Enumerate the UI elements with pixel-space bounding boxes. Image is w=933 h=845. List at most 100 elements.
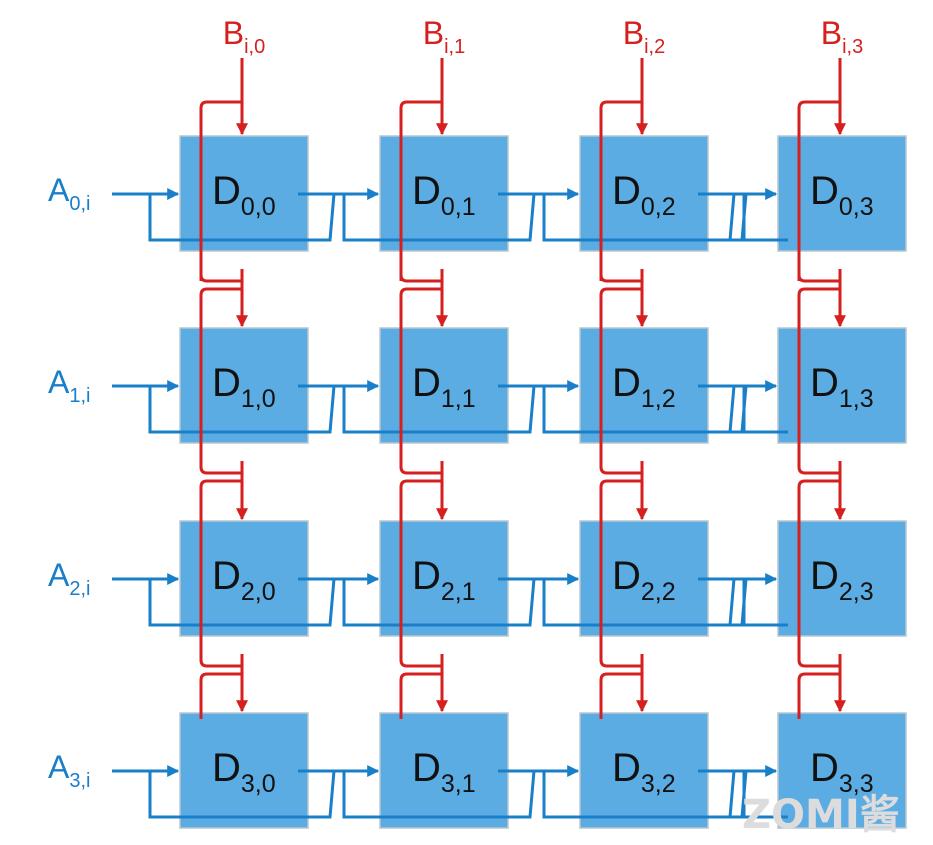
cell-label-2-0-subscript: 2,0 (241, 578, 276, 606)
cell-label-1-2-subscript: 1,2 (641, 385, 676, 413)
a-loop-0-2 (542, 194, 590, 242)
a-return-2-0 (190, 578, 336, 627)
a-loop-2-0 (148, 579, 190, 627)
cell-label-1-0-subscript: 1,0 (241, 385, 276, 413)
a-label-0-main: A (48, 172, 70, 208)
cell-label-3-0-main: D (212, 746, 241, 790)
a-return-3-3 (590, 770, 748, 819)
b-junction-3-0 (797, 274, 840, 283)
cell-3-1 (379, 712, 509, 829)
a-label-3-main: A (48, 749, 70, 785)
cell-label-2-3: D2,3 (810, 554, 874, 606)
a-loop-3-1 (342, 771, 390, 819)
b-trunk-top-3 (797, 100, 840, 281)
b-label-0-main: B (223, 15, 244, 51)
cell-label-3-3-subscript: 3,3 (839, 770, 874, 798)
cell-label-3-2-subscript: 3,2 (641, 770, 676, 798)
cell-label-0-1-subscript: 0,1 (441, 193, 476, 221)
a-return-3-1 (390, 770, 536, 819)
a-data-flow (112, 188, 788, 819)
b-return-2-0 (599, 287, 642, 334)
cell-label-3-2-main: D (612, 746, 641, 790)
cell-label-0-1: D0,1 (412, 169, 476, 221)
a-label-3-subscript: 3,i (69, 770, 90, 792)
a-return-2-3 (590, 578, 748, 627)
cell-label-1-2-main: D (612, 361, 641, 405)
b-junction-1-0 (399, 274, 442, 283)
cell-label-2-0-main: D (212, 554, 241, 598)
b-label-2: Bi,2 (623, 15, 665, 58)
cell-label-1-1: D1,1 (412, 361, 476, 413)
a-label-0-subscript: 0,i (69, 193, 90, 215)
b-label-3-main: B (821, 15, 842, 51)
cell-label-3-0: D3,0 (212, 746, 276, 798)
cell-label-2-1-main: D (412, 554, 441, 598)
b-junction-3-1 (797, 466, 840, 475)
cell-label-1-2: D1,2 (612, 361, 676, 413)
a-loop-1-1 (342, 386, 390, 434)
cell-label-2-0: D2,0 (212, 554, 276, 606)
a-label-2-main: A (48, 557, 70, 593)
cell-label-0-0-subscript: 0,0 (241, 193, 276, 221)
cell-label-2-2: D2,2 (612, 554, 676, 606)
a-return-2-1 (390, 578, 536, 627)
b-trunk-top-1 (399, 100, 442, 281)
a-return-3-0 (190, 770, 336, 819)
b-return-2-1 (599, 479, 642, 527)
cell-label-2-2-subscript: 2,2 (641, 578, 676, 606)
a-return-1-3 (590, 385, 748, 434)
cell-label-1-3-main: D (810, 361, 839, 405)
a-label-2: A2,i (48, 557, 90, 600)
a-return-0-0 (190, 193, 336, 242)
a-loop-1-2 (542, 386, 590, 434)
a-return-0-1 (390, 193, 536, 242)
a-loop-2-1 (342, 579, 390, 627)
b-junction-0-0 (199, 274, 242, 283)
b-label-1: Bi,1 (423, 15, 465, 58)
b-label-0-subscript: i,0 (244, 36, 265, 58)
cell-label-2-1: D2,1 (412, 554, 476, 606)
cell-label-0-2-subscript: 0,2 (641, 193, 676, 221)
watermark: ZOMI酱 (742, 792, 900, 838)
b-return-3-2 (797, 672, 840, 719)
a-loop-3-0 (148, 771, 190, 819)
cell-label-1-0-main: D (212, 361, 241, 405)
a-label-2-subscript: 2,i (69, 578, 90, 600)
cell-label-3-2: D3,2 (612, 746, 676, 798)
b-data-flow (199, 58, 846, 719)
a-loop-1-0 (148, 386, 190, 434)
cell-label-1-1-subscript: 1,1 (441, 385, 476, 413)
b-trunk-top-0 (199, 100, 242, 281)
a-loop-3-2 (542, 771, 590, 819)
b-junction-2-0 (599, 274, 642, 283)
b-label-1-main: B (423, 15, 444, 51)
cell-label-1-1-main: D (412, 361, 441, 405)
b-junction-0-1 (199, 466, 242, 475)
a-label-3: A3,i (48, 749, 90, 792)
a-return-1-1 (390, 385, 536, 434)
b-label-1-subscript: i,1 (444, 36, 465, 58)
a-loop-0-1 (342, 194, 390, 242)
b-junction-1-2 (399, 659, 442, 668)
cell-label-0-0-main: D (212, 169, 241, 213)
cell-label-1-3-subscript: 1,3 (839, 385, 874, 413)
b-label-2-main: B (623, 15, 644, 51)
cell-label-3-1-subscript: 3,1 (441, 770, 476, 798)
b-junction-3-2 (797, 659, 840, 668)
b-label-3: Bi,3 (821, 15, 863, 58)
a-label-1: A1,i (48, 364, 90, 407)
b-return-1-0 (399, 287, 442, 334)
b-return-1-2 (399, 672, 442, 719)
cell-label-0-0: D0,0 (212, 169, 276, 221)
a-return-0-3 (590, 193, 748, 242)
cell-label-0-3-subscript: 0,3 (839, 193, 874, 221)
cell-label-3-3: D3,3 (810, 746, 874, 798)
b-label-2-subscript: i,2 (644, 36, 665, 58)
a-loop-0-0 (148, 194, 190, 242)
a-return-1-0 (190, 385, 336, 434)
cell-label-2-1-subscript: 2,1 (441, 578, 476, 606)
cell-label-2-3-main: D (810, 554, 839, 598)
